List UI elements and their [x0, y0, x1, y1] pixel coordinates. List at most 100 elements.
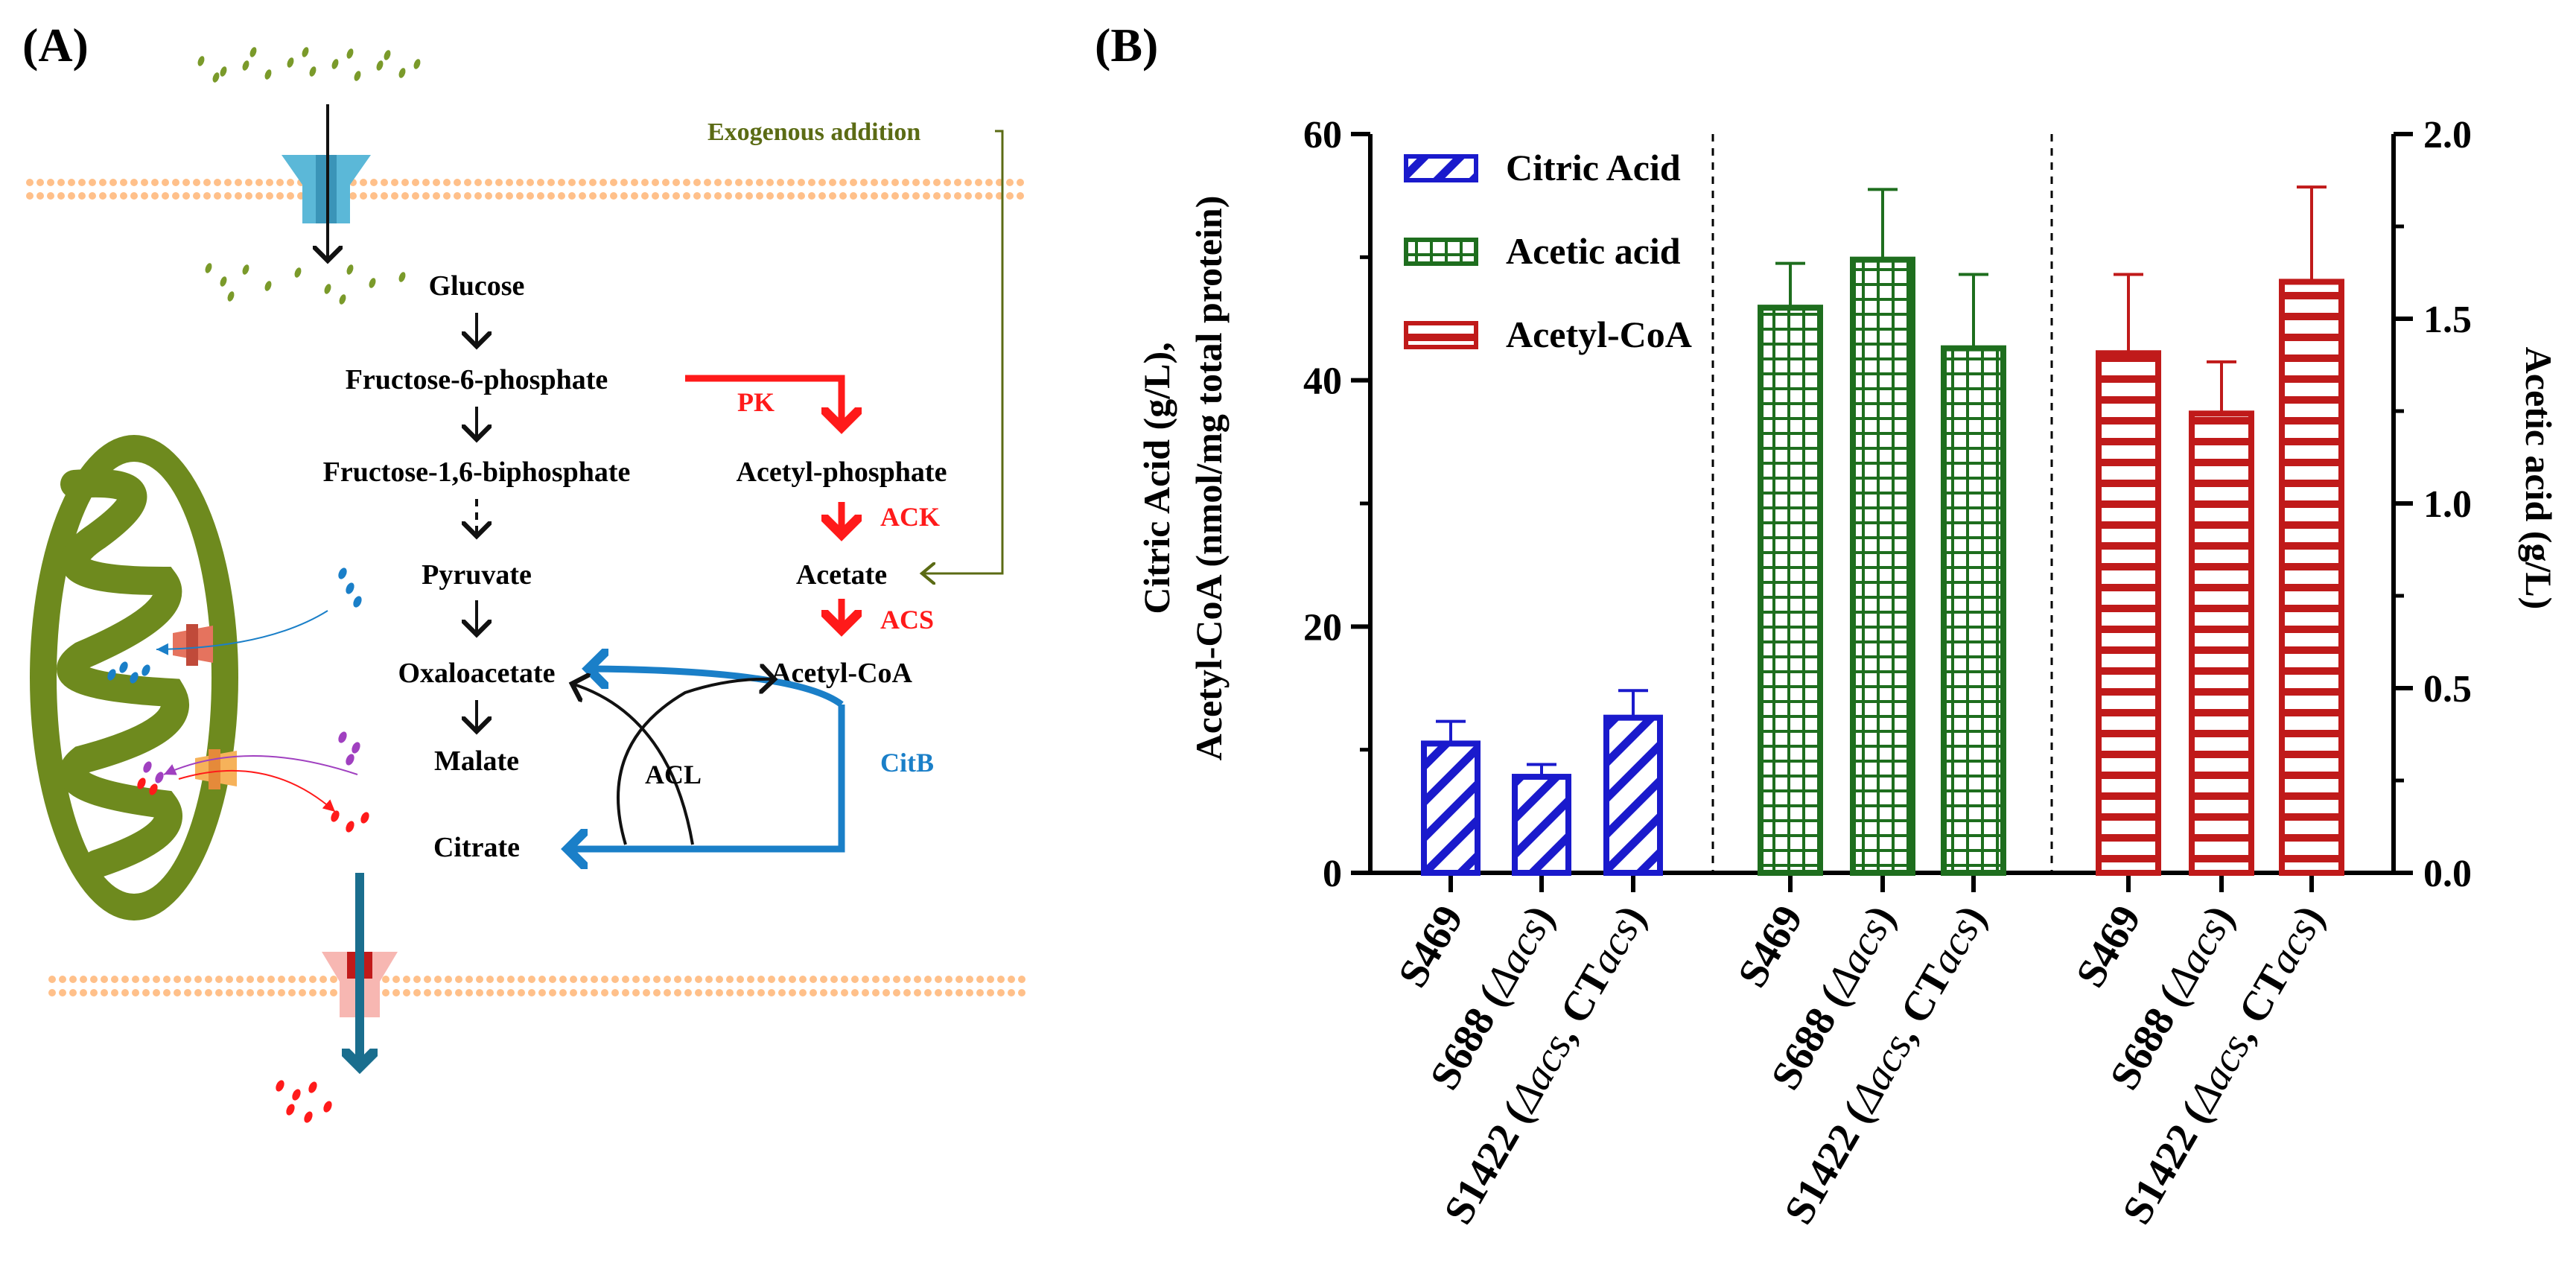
metabolite-dot: [130, 672, 139, 684]
membrane-bead: [537, 192, 544, 200]
membrane-bead: [518, 976, 525, 983]
membrane-bead: [392, 976, 400, 983]
membrane-bead: [810, 976, 817, 983]
membrane-bead: [99, 192, 106, 200]
membrane-bead: [601, 989, 608, 996]
membrane-bead: [403, 976, 410, 983]
membrane-bead: [89, 192, 96, 200]
membrane-bead: [757, 989, 765, 996]
membrane-bead: [193, 192, 200, 200]
y-right-tick-label: 1.5: [2423, 299, 2472, 341]
membrane-bead: [808, 179, 815, 186]
membrane-bead: [59, 989, 66, 996]
metabolite-dot: [360, 812, 369, 824]
membrane-bead: [798, 192, 805, 200]
membrane-bead: [109, 179, 117, 186]
membrane-bead: [464, 179, 471, 186]
membrane-bead: [726, 976, 734, 983]
membrane-bead: [151, 179, 159, 186]
membrane-bead: [1006, 179, 1014, 186]
glucose-dot: [294, 267, 302, 278]
membrane-bead: [276, 179, 284, 186]
membrane-bead: [591, 976, 598, 983]
membrane-bead: [360, 192, 367, 200]
glucose-dot: [398, 272, 406, 282]
bar: [2096, 350, 2161, 876]
glucose-dot: [331, 59, 339, 69]
membrane-bead: [820, 989, 827, 996]
membrane-bead: [1008, 976, 1015, 983]
bar: [1421, 740, 1481, 877]
membrane-bead: [330, 976, 337, 983]
membrane-bead: [601, 976, 608, 983]
glucose-dots-inside: [205, 263, 406, 305]
metabolite-dot: [276, 1080, 284, 1092]
membrane-bead: [141, 192, 148, 200]
glucose-dot: [220, 66, 227, 77]
membrane-bead: [766, 179, 774, 186]
membrane-bead: [820, 976, 827, 983]
membrane-bead: [78, 179, 86, 186]
membrane-bead: [130, 179, 138, 186]
membrane-bead: [944, 192, 951, 200]
membrane-bead: [120, 192, 127, 200]
membrane-bead: [382, 989, 389, 996]
membrane-bead: [413, 976, 421, 983]
membrane-bead: [1017, 192, 1024, 200]
membrane-bead: [194, 989, 202, 996]
membrane-bead: [664, 989, 671, 996]
membrane-bead: [841, 989, 848, 996]
membrane-bead: [591, 989, 598, 996]
metabolite-dot: [331, 810, 340, 822]
membrane-bead: [153, 989, 160, 996]
glucose-label: Glucose: [429, 270, 525, 302]
panel-b: (B) Citric Acid (g/L), Acetyl-CoA (nmol/…: [1095, 19, 2560, 1232]
membrane-bead: [266, 179, 273, 186]
acs-label: ACS: [880, 605, 934, 635]
membrane-bead: [370, 192, 378, 200]
membrane-bead: [267, 989, 275, 996]
x-tick-label: S469: [1390, 898, 1472, 996]
membrane-bead: [631, 179, 638, 186]
membrane-bead: [1018, 976, 1025, 983]
membrane-bead: [57, 192, 65, 200]
membrane-bead: [683, 192, 690, 200]
membrane-bead: [664, 976, 671, 983]
membrane-bead: [299, 989, 306, 996]
glucose-dot: [369, 278, 376, 288]
membrane-bead: [872, 989, 880, 996]
membrane-bead: [151, 192, 159, 200]
membrane-bead: [528, 989, 535, 996]
membrane-bead: [538, 976, 546, 983]
membrane-bead: [643, 976, 650, 983]
membrane-bead: [257, 976, 264, 983]
membrane-bead: [912, 179, 920, 186]
membrane-bead: [36, 179, 44, 186]
membrane-bead: [215, 989, 223, 996]
citrate-export-arrow: [178, 769, 336, 813]
membrane-bead: [725, 179, 732, 186]
y-right-tick-label: 0.0: [2423, 853, 2472, 895]
membrane-bead: [172, 192, 179, 200]
membrane-bead: [172, 179, 179, 186]
membrane-bead: [611, 989, 619, 996]
membrane-bead: [559, 976, 567, 983]
glucose-dot: [398, 68, 406, 78]
membrane-bead: [914, 976, 921, 983]
membrane-bead: [893, 989, 900, 996]
glucose-dot: [309, 66, 317, 77]
membrane-bead: [830, 989, 838, 996]
membrane-bead: [247, 989, 254, 996]
membrane-bead: [716, 976, 723, 983]
citrate-exporter-icon: [322, 873, 398, 1066]
membrane-bead: [247, 976, 254, 983]
legend-swatch: [1404, 154, 1478, 182]
membrane-bead: [975, 192, 982, 200]
membrane-bead: [705, 989, 713, 996]
membrane-bead: [516, 179, 524, 186]
membrane-bead: [839, 179, 847, 186]
membrane-bead: [945, 976, 953, 983]
membrane-bead: [434, 989, 442, 996]
membrane-bead: [558, 192, 565, 200]
membrane-bead: [445, 989, 452, 996]
